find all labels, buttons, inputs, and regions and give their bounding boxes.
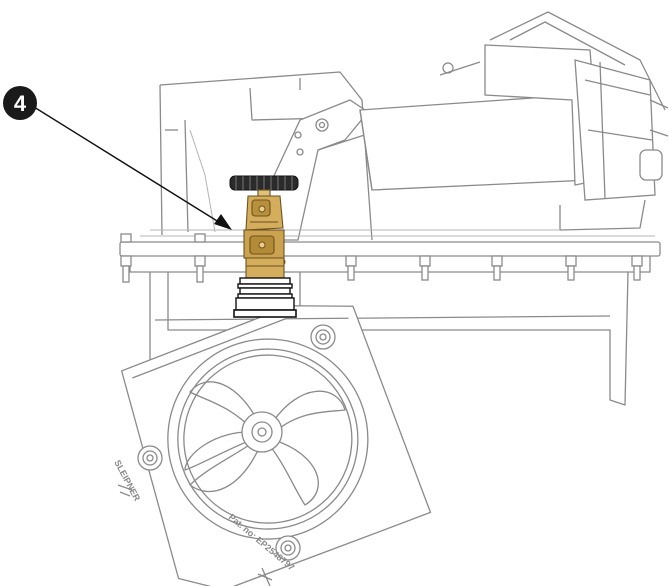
flange-bolts — [120, 233, 643, 283]
bolt — [120, 233, 132, 283]
bolt — [194, 233, 206, 283]
callout-arrowhead — [214, 214, 232, 230]
anode — [137, 445, 163, 471]
bolt — [419, 255, 431, 281]
anode-fittings — [117, 324, 336, 586]
anode — [310, 324, 336, 350]
anode — [275, 535, 301, 561]
callout-4: 4 — [3, 86, 232, 230]
brand-engraving: SLEIPNER — [112, 458, 142, 503]
bolt — [345, 255, 357, 281]
seal-ring — [239, 277, 291, 285]
callout-leader-line — [33, 106, 223, 225]
bolt — [565, 255, 577, 281]
callout-number: 4 — [14, 91, 27, 116]
propeller — [184, 381, 346, 506]
callout-badge — [3, 86, 37, 120]
bolt — [631, 255, 643, 281]
shaft-coupling-highlight — [229, 175, 299, 318]
electric-motor — [359, 11, 669, 231]
bolt — [491, 255, 503, 281]
upper-housing — [159, 71, 373, 241]
